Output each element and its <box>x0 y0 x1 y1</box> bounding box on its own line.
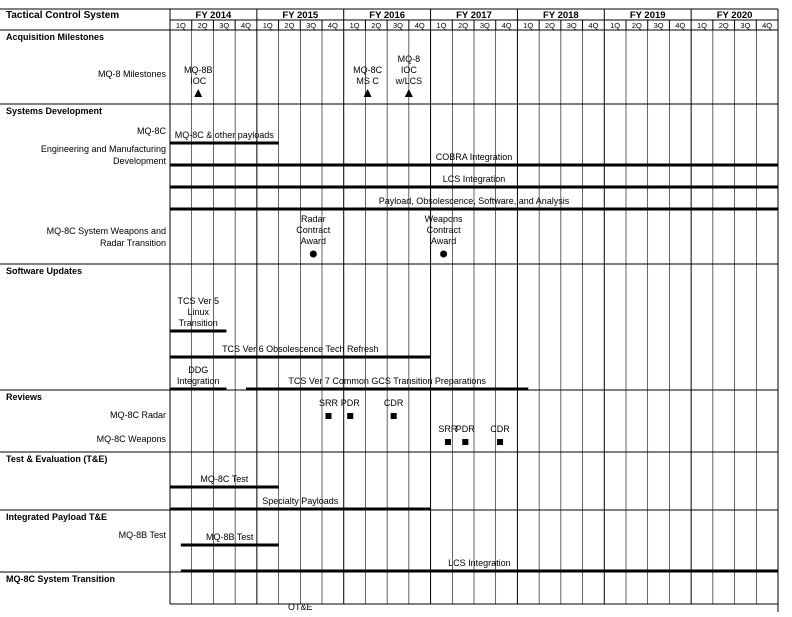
marker-label: w/LCS <box>395 76 423 86</box>
row-label: MQ-8 Milestones <box>98 69 167 79</box>
quarter-label: 2Q <box>545 21 555 30</box>
row-label: Engineering and Manufacturing <box>41 144 166 154</box>
quarter-label: 2Q <box>719 21 729 30</box>
fy-label: FY 2015 <box>282 10 318 21</box>
quarter-label: 3Q <box>480 21 490 30</box>
marker-label: CDR <box>384 398 404 408</box>
review-square-icon <box>444 439 451 445</box>
marker-label: Award <box>431 236 456 246</box>
quarter-label: 4Q <box>502 21 512 30</box>
quarter-label: 3Q <box>567 21 577 30</box>
review-square-icon <box>390 413 397 419</box>
row-label: MQ-8B Test <box>119 530 167 540</box>
quarter-label: 1Q <box>176 21 186 30</box>
marker-label: IOC <box>190 76 207 86</box>
fy-label: FY 2018 <box>543 10 579 21</box>
bar-label: LCS Integration <box>448 558 511 568</box>
quarter-label: 3Q <box>654 21 664 30</box>
quarter-label: 1Q <box>350 21 360 30</box>
quarter-label: 1Q <box>436 21 446 30</box>
marker-label: MQ-8B <box>184 65 213 75</box>
bar-label: Transition <box>179 318 218 328</box>
quarter-label: 4Q <box>762 21 772 30</box>
marker-label: SRR <box>438 424 458 434</box>
review-square-icon <box>497 439 504 445</box>
quarter-label: 2Q <box>632 21 642 30</box>
review-square-icon <box>462 439 469 445</box>
marker-label: MS C <box>356 76 379 86</box>
quarter-label: 1Q <box>523 21 533 30</box>
marker-label: PDR <box>341 398 361 408</box>
row-label: Radar Transition <box>100 238 166 248</box>
quarter-label: 2Q <box>371 21 381 30</box>
bar-label: Linux <box>187 307 209 317</box>
marker-label: PDR <box>456 424 476 434</box>
milestone-triangle-icon <box>363 89 372 97</box>
marker-label: MQ-8C <box>353 65 383 75</box>
fy-label: FY 2017 <box>456 10 492 21</box>
bar-label: OT&E <box>288 602 313 612</box>
quarter-label: 2Q <box>284 21 294 30</box>
marker-label: Award <box>301 236 326 246</box>
row-label: MQ-8C Weapons <box>97 434 167 444</box>
quarter-label: 1Q <box>263 21 273 30</box>
milestone-circle-icon <box>309 250 317 258</box>
marker-label: CDR <box>490 424 510 434</box>
quarter-label: 4Q <box>588 21 598 30</box>
section-heading: Integrated Payload T&E <box>6 512 107 522</box>
quarter-label: 2Q <box>198 21 208 30</box>
quarter-label: 1Q <box>697 21 707 30</box>
marker-label: SRR <box>319 398 339 408</box>
milestone-circle-icon <box>440 250 448 258</box>
section-heading: Acquisition Milestones <box>6 32 104 42</box>
marker-label: Contract <box>296 225 331 235</box>
page-title: Tactical Control System <box>6 10 119 21</box>
marker-label: Weapons <box>425 214 463 224</box>
quarter-label: 3Q <box>740 21 750 30</box>
quarter-label: 1Q <box>610 21 620 30</box>
row-label: Development <box>113 156 167 166</box>
quarter-label: 4Q <box>415 21 425 30</box>
marker-label: Contract <box>427 225 462 235</box>
fy-label: FY 2019 <box>630 10 666 21</box>
section-heading: Reviews <box>6 392 42 402</box>
quarter-label: 4Q <box>675 21 685 30</box>
marker-label: Radar <box>301 214 326 224</box>
quarter-label: 3Q <box>306 21 316 30</box>
review-square-icon <box>325 413 332 419</box>
milestone-triangle-icon <box>194 89 203 97</box>
quarter-label: 4Q <box>241 21 251 30</box>
row-label: MQ-8C System Weapons and <box>47 226 166 236</box>
section-heading: Systems Development <box>6 106 102 116</box>
quarter-label: 2Q <box>458 21 468 30</box>
bar-label: MQ-8C & other payloads <box>175 130 275 140</box>
section-heading: Software Updates <box>6 266 82 276</box>
fy-label: FY 2016 <box>369 10 405 21</box>
bar-label: MQ-8B Test <box>206 532 254 542</box>
section-heading: Test & Evaluation (T&E) <box>6 454 107 464</box>
quarter-label: 3Q <box>393 21 403 30</box>
quarter-label: 4Q <box>328 21 338 30</box>
bar-label: MQ-8C Test <box>200 474 248 484</box>
row-label: MQ-8C Radar <box>110 410 166 420</box>
fy-label: FY 2014 <box>196 10 232 21</box>
bar-label: Integration <box>177 376 220 386</box>
fy-label: FY 2020 <box>717 10 753 21</box>
bar-label: DDG <box>188 365 208 375</box>
review-square-icon <box>347 413 354 419</box>
section-heading: MQ-8C System Transition <box>6 574 115 584</box>
row-label: MQ-8C <box>137 126 167 136</box>
quarter-label: 3Q <box>219 21 229 30</box>
bar-label: TCS Ver 5 <box>177 296 219 306</box>
